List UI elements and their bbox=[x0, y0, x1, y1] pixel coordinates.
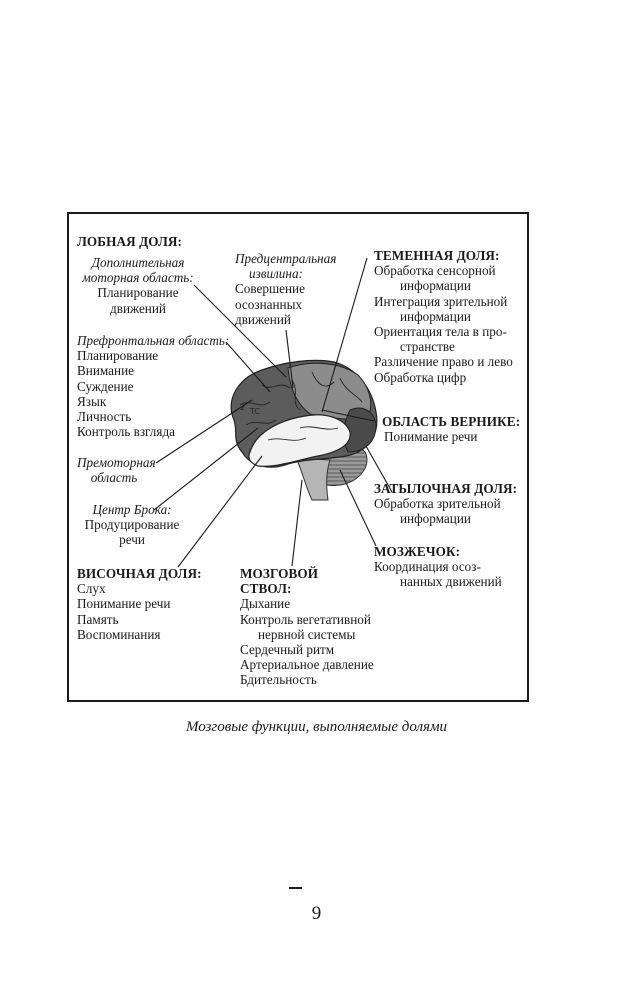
parietal-item: Различение право и лево bbox=[374, 354, 513, 370]
prefrontal-item: Контроль взгляда bbox=[77, 424, 176, 440]
frontal-lobe-title: ЛОБНАЯ ДОЛЯ: bbox=[77, 234, 183, 249]
prefrontal-item: Суждение bbox=[77, 378, 134, 394]
brainstem-title: СТВОЛ: bbox=[240, 581, 292, 597]
broca-item: Продуцирование bbox=[84, 517, 180, 533]
parietal-item: информации bbox=[400, 308, 471, 324]
precentral-item: Совершение bbox=[235, 281, 305, 297]
wernicke-item: Понимание речи bbox=[384, 429, 478, 445]
brainstem-item: Сердечный ритм bbox=[240, 642, 335, 658]
parietal-item: странстве bbox=[400, 339, 455, 355]
cerebellum-item: нанных движений bbox=[400, 574, 502, 590]
precentral-title: извилина: bbox=[249, 266, 303, 282]
brainstem-item: Артериальное давление bbox=[240, 657, 374, 673]
temporal-item: Воспоминания bbox=[77, 626, 161, 642]
precentral-item: осознанных bbox=[235, 296, 303, 312]
parietal-item: Обработка цифр bbox=[374, 369, 467, 385]
figure-caption: Мозговые функции, выполняемые долями bbox=[185, 719, 448, 735]
supp-motor-item: движений bbox=[110, 300, 166, 316]
premotor-label: область bbox=[90, 470, 138, 486]
supp-motor-title: моторная область: bbox=[82, 270, 194, 286]
parietal-title: ТЕМЕННАЯ ДОЛЯ: bbox=[374, 248, 500, 263]
occipital-item: информации bbox=[400, 511, 471, 527]
brainstem-item: нервной системы bbox=[258, 626, 356, 642]
parietal-item: Ориентация тела в про- bbox=[374, 324, 507, 340]
brainstem-title: МОЗГОВОЙ bbox=[240, 566, 319, 581]
precentral-title: Предцентральная bbox=[235, 251, 337, 266]
temporal-item: Память bbox=[77, 611, 119, 627]
occipital-block: ЗАТЫЛОЧНАЯ ДОЛЯ: Обработка зрительной ин… bbox=[374, 481, 517, 527]
precentral-item: движений bbox=[235, 311, 291, 327]
temporal-block: ВИСОЧНАЯ ДОЛЯ: Слух Понимание речи Памят… bbox=[77, 566, 202, 642]
supp-motor-block: Дополнительная моторная область: Планиро… bbox=[77, 255, 199, 316]
broca-block: Центр Брока: Продуцирование речи bbox=[77, 502, 187, 548]
premotor-block: Премоторная область bbox=[77, 455, 156, 486]
prefrontal-item: Планирование bbox=[77, 348, 159, 364]
prefrontal-title: Префронтальная область: bbox=[77, 333, 230, 348]
occipital-item: Обработка зрительной bbox=[374, 496, 501, 512]
parietal-block: ТЕМЕННАЯ ДОЛЯ: Обработка сенсорной инфор… bbox=[374, 248, 513, 385]
occipital-title: ЗАТЫЛОЧНАЯ ДОЛЯ: bbox=[374, 481, 518, 496]
parietal-item: Интеграция зрительной bbox=[374, 293, 508, 309]
brainstem-block: МОЗГОВОЙ СТВОЛ: Дыхание Контроль вегетат… bbox=[240, 566, 374, 688]
prefrontal-item: Язык bbox=[77, 393, 107, 409]
broca-title: Центр Брока: bbox=[92, 502, 172, 517]
temporal-title: ВИСОЧНАЯ ДОЛЯ: bbox=[77, 566, 202, 581]
brainstem-item: Дыхание bbox=[240, 596, 291, 612]
prefrontal-item: Личность bbox=[77, 409, 132, 425]
cerebellum-item: Координация осоз- bbox=[374, 559, 481, 575]
cerebellum-title: МОЗЖЕЧОК: bbox=[374, 544, 461, 559]
prefrontal-item: Внимание bbox=[77, 363, 134, 379]
wernicke-title: ОБЛАСТЬ ВЕРНИКЕ: bbox=[382, 414, 521, 429]
supp-motor-item: Планирование bbox=[97, 285, 179, 301]
wernicke-block: ОБЛАСТЬ ВЕРНИКЕ: Понимание речи bbox=[382, 414, 520, 444]
brainstem-item: Бдительность bbox=[240, 672, 317, 688]
parietal-item: информации bbox=[400, 278, 471, 294]
page-number-rule bbox=[289, 887, 302, 889]
precentral-block: Предцентральная извилина: Совершение осо… bbox=[235, 251, 336, 327]
premotor-label: Премоторная bbox=[77, 455, 156, 470]
parietal-item: Обработка сенсорной bbox=[374, 263, 496, 279]
frontal-lobe-block: ЛОБНАЯ ДОЛЯ: bbox=[77, 234, 182, 249]
prefrontal-block: Префронтальная область: Планирование Вни… bbox=[77, 333, 229, 439]
brainstem-item: Контроль вегетативной bbox=[240, 611, 371, 627]
temporal-item: Понимание речи bbox=[77, 596, 171, 612]
broca-item: речи bbox=[119, 532, 145, 548]
supp-motor-title: Дополнительная bbox=[91, 255, 185, 270]
temporal-item: Слух bbox=[77, 581, 106, 597]
cerebellum-block: МОЗЖЕЧОК: Координация осоз- нанных движе… bbox=[374, 544, 502, 590]
diagram-frame bbox=[67, 212, 529, 702]
page-number: 9 bbox=[311, 903, 322, 924]
